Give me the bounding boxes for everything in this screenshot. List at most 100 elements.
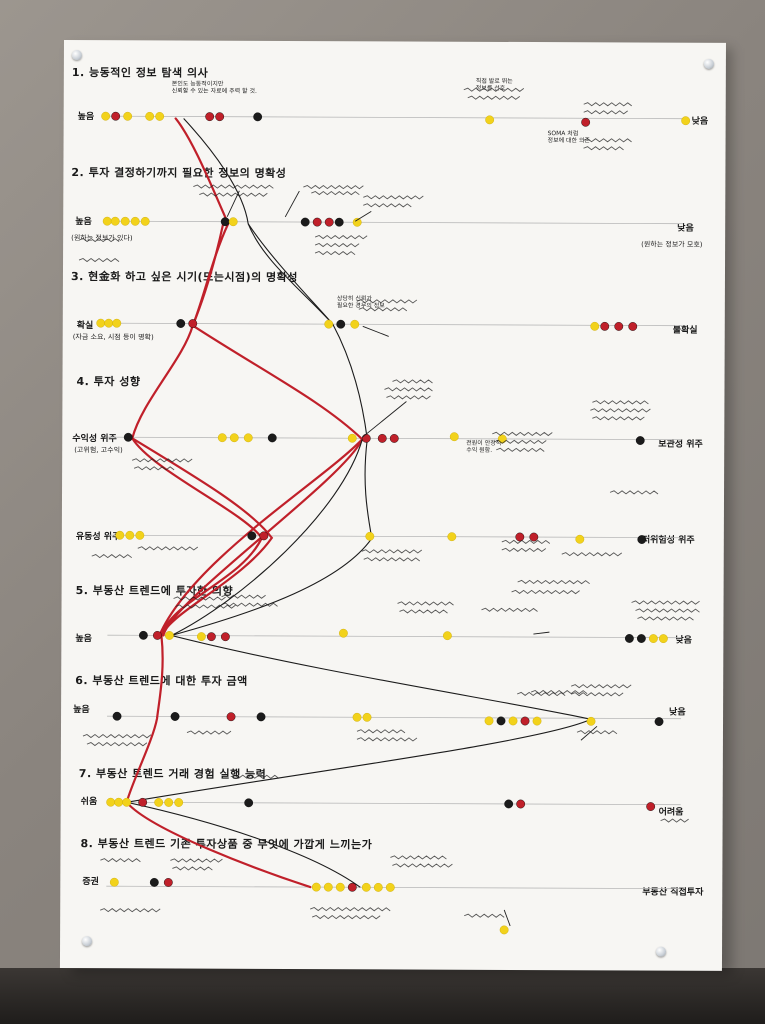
red-sticker-dot <box>220 632 230 642</box>
black-response-path <box>247 223 334 325</box>
yellow-sticker-dot <box>352 217 362 227</box>
arrow-icon <box>533 631 550 635</box>
black-response-path <box>171 118 373 637</box>
handwriting-scribble <box>230 774 280 779</box>
black-sticker-dot <box>636 634 646 643</box>
handwriting-scribble <box>356 729 406 734</box>
yellow-sticker-dot <box>110 216 120 226</box>
yellow-sticker-dot <box>112 318 122 328</box>
handwriting-scribble <box>583 102 632 107</box>
handwriting-scribble <box>570 692 624 697</box>
yellow-sticker-dot <box>196 632 206 642</box>
red-sticker-dot <box>600 321 610 331</box>
handwriting-scribble <box>517 579 590 585</box>
handwriting-scribble <box>310 906 391 912</box>
yellow-sticker-dot <box>115 530 125 540</box>
yellow-sticker-dot <box>335 882 345 892</box>
handwriting-scribble <box>637 616 694 621</box>
handwriting-scribble <box>501 539 551 545</box>
yellow-sticker-dot <box>350 319 360 329</box>
black-sticker-dot <box>253 112 263 122</box>
handwriting-scribble <box>463 87 525 92</box>
handwriting-scribble <box>511 589 580 595</box>
yellow-sticker-dot <box>154 798 164 807</box>
yellow-sticker-dot <box>106 797 116 807</box>
handwriting-scribble <box>363 557 421 562</box>
red-sticker-dot <box>205 112 215 122</box>
handwriting-scribble <box>186 730 232 735</box>
yellow-sticker-dot <box>311 882 321 892</box>
red-sticker-dot <box>138 797 148 807</box>
handwriting-scribble <box>516 691 566 697</box>
yellow-sticker-dot <box>135 530 145 540</box>
yellow-sticker-dot <box>362 712 372 722</box>
red-sticker-dot <box>581 117 591 127</box>
handwriting-scribble <box>311 190 360 196</box>
handwriting-scribble <box>467 95 521 100</box>
yellow-sticker-dot <box>484 716 494 726</box>
yellow-sticker-dot <box>130 216 140 226</box>
yellow-sticker-dot <box>648 634 658 643</box>
black-sticker-dot <box>176 319 186 328</box>
red-sticker-dot <box>389 434 399 443</box>
handwriting-scribble <box>356 299 418 304</box>
handwriting-scribble <box>392 863 453 868</box>
red-sticker-dot <box>163 878 173 887</box>
arrow-icon <box>503 909 511 927</box>
red-sticker-dot <box>347 882 357 892</box>
black-sticker-dot <box>220 217 230 227</box>
arrow-icon <box>580 725 598 741</box>
handwriting-scribble <box>631 600 700 605</box>
handwriting-scribble <box>399 609 448 614</box>
handwriting-scribble <box>314 242 360 248</box>
black-sticker-dot <box>300 217 310 227</box>
handwriting-scribble <box>530 689 588 695</box>
handwriting-scribble <box>82 733 152 739</box>
handwriting-scribble <box>175 604 236 609</box>
red-response-path <box>191 222 225 327</box>
handwriting-scribble <box>492 431 553 437</box>
handwriting-scribble <box>358 307 408 312</box>
handwriting-scribble <box>173 596 226 601</box>
handwriting-scribble <box>312 914 381 920</box>
handwriting-scribble <box>132 458 193 463</box>
yellow-sticker-dot <box>443 631 452 641</box>
yellow-sticker-dot <box>101 111 111 121</box>
handwriting-scribble <box>464 913 505 918</box>
axis-line <box>107 534 682 539</box>
handwriting-scribble <box>384 387 433 392</box>
arrow-icon <box>226 190 240 217</box>
yellow-sticker-dot <box>373 882 383 892</box>
handwriting-scribble <box>356 737 418 742</box>
handwriting-scribble <box>303 184 364 190</box>
handwriting-scribble <box>314 250 356 256</box>
yellow-sticker-dot <box>361 882 371 892</box>
red-sticker-dot <box>259 531 269 541</box>
red-sticker-dot <box>628 322 638 331</box>
black-sticker-dot <box>244 798 254 808</box>
arrow-icon <box>362 325 389 337</box>
handwriting-scribble <box>172 866 213 871</box>
yellow-sticker-dot <box>323 882 333 892</box>
handwriting-scribble <box>221 602 278 607</box>
yellow-sticker-dot <box>385 883 395 892</box>
handwriting-scribble <box>91 554 133 559</box>
yellow-sticker-dot <box>123 111 133 121</box>
black-sticker-dot <box>654 717 664 727</box>
black-sticker-dot <box>247 531 257 541</box>
yellow-sticker-dot <box>485 115 495 125</box>
black-sticker-dot <box>170 712 180 721</box>
black-sticker-dot <box>267 433 277 443</box>
yellow-sticker-dot <box>120 216 130 226</box>
red-sticker-dot <box>646 802 656 811</box>
handwriting-scribble <box>314 234 368 240</box>
black-sticker-dot <box>624 634 634 643</box>
yellow-sticker-dot <box>347 433 357 443</box>
handwriting-scribble <box>78 237 120 243</box>
handwriting-scribble <box>635 608 700 613</box>
yellow-sticker-dot <box>122 797 132 807</box>
handwriting-scribble <box>386 395 431 400</box>
handwriting-scribble <box>590 408 651 413</box>
red-sticker-dot <box>361 433 371 443</box>
black-sticker-dot <box>637 535 647 544</box>
